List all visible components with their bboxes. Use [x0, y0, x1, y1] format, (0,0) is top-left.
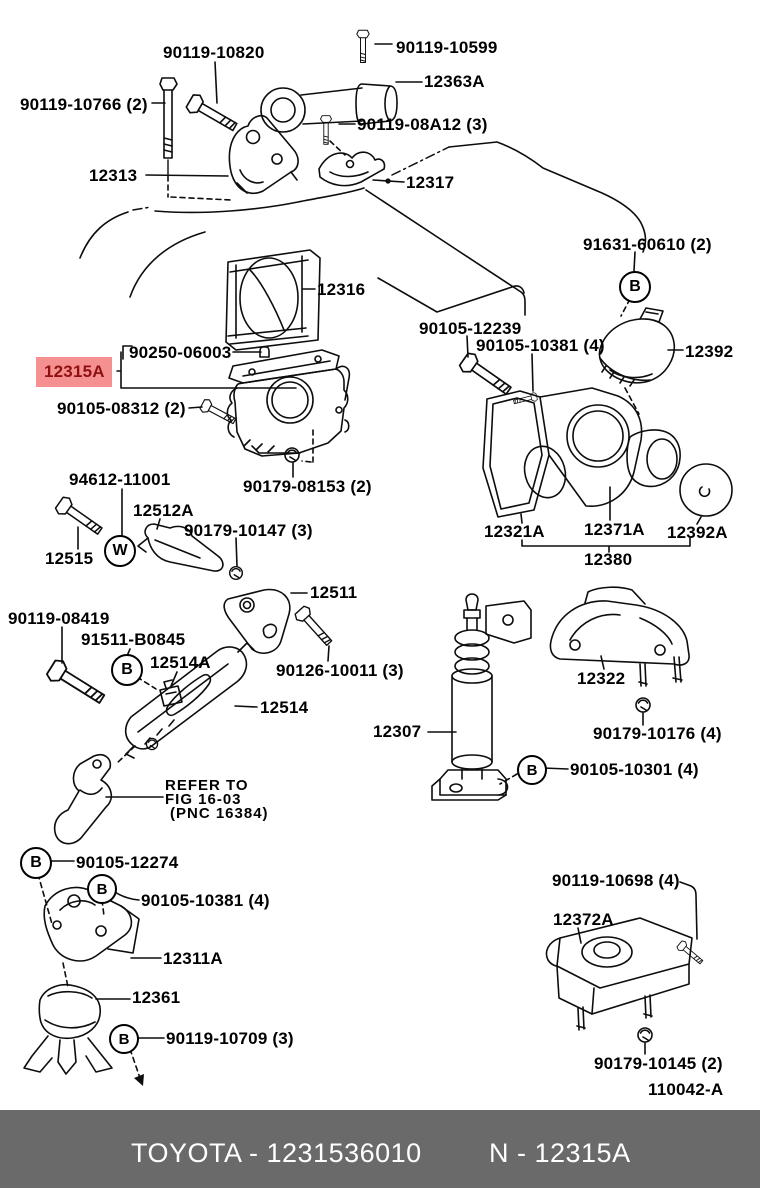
footer-part-number: TOYOTA - 1231536010 [131, 1138, 422, 1168]
fixing-marker-b[interactable]: B [517, 755, 547, 785]
part-label[interactable]: 12514 [260, 698, 309, 717]
part-12363A-torque-rod [260, 83, 398, 133]
part-label[interactable]: 90119-10709 (3) [166, 1029, 294, 1048]
part-label[interactable]: 110042-A [648, 1080, 724, 1099]
part-label[interactable]: 12515 [45, 549, 94, 568]
part-12313-bracket [228, 115, 299, 195]
part-label[interactable]: 90105-10381 (4) [141, 891, 270, 910]
nut-12514 [145, 737, 159, 751]
fixing-marker-b[interactable]: B [619, 271, 651, 303]
nut-90179-10176 [635, 697, 651, 713]
fixing-marker-b[interactable]: B [87, 874, 117, 904]
bolt-90119-08419 [44, 656, 109, 710]
part-label[interactable]: 12392 [685, 342, 734, 361]
part-label[interactable]: 12311A [163, 949, 223, 968]
part-label[interactable]: 90105-10301 (4) [570, 760, 699, 779]
note-line-2: FIG 16-03 [165, 791, 242, 808]
part-label[interactable]: 12361 [132, 988, 181, 1007]
part-label[interactable]: 12392A [667, 523, 728, 542]
part-label[interactable]: 90119-10820 [163, 43, 265, 62]
bolt-90126-10011 [292, 603, 337, 650]
part-12317-bracket [318, 151, 386, 187]
part-label[interactable]: 90105-10381 (4) [476, 336, 605, 355]
part-label[interactable]: 90179-10147 (3) [184, 521, 313, 540]
part-label[interactable]: 90179-08153 (2) [243, 477, 372, 496]
leader-lines [47, 43, 702, 1055]
part-label[interactable]: 12316 [317, 280, 366, 299]
part-label[interactable]: 12322 [577, 669, 626, 688]
arrow-head [134, 1074, 144, 1086]
part-hanger-16384 [53, 753, 113, 845]
part-label[interactable]: 12512A [133, 501, 194, 520]
note-line-1: REFER TO [165, 777, 249, 794]
part-12361-insulator [23, 984, 113, 1075]
part-label[interactable]: 12511 [310, 583, 358, 602]
part-12512A-arm [137, 523, 224, 572]
footer-bar: TOYOTA - 1231536010 N - 12315A [0, 1110, 760, 1188]
bolt-12515 [53, 494, 107, 540]
part-12307-damper [431, 593, 532, 801]
part-12511-bracket [223, 588, 291, 654]
part-label[interactable]: 12380 [584, 550, 633, 569]
fixing-marker-b[interactable]: B [20, 847, 52, 879]
bolt-90119-08A12 [320, 115, 332, 145]
part-label[interactable]: 12372A [553, 910, 614, 929]
part-12514A-clamp [159, 679, 183, 707]
part-12380-group [482, 387, 733, 518]
part-label[interactable]: 90119-10698 (4) [552, 871, 680, 890]
highlighted-part-label[interactable]: 12315A [36, 357, 112, 387]
part-label[interactable]: 90179-10145 (2) [594, 1054, 723, 1073]
part-label[interactable]: 12321A [484, 522, 545, 541]
fixing-marker-b[interactable]: B [111, 654, 143, 686]
part-label[interactable]: 12363A [424, 72, 485, 91]
nut-90179-08153 [284, 447, 300, 463]
part-label[interactable]: 90105-12274 [76, 853, 179, 872]
bolt-90119-10766 [159, 77, 178, 175]
part-label[interactable]: 12514A [150, 653, 211, 672]
part-label[interactable]: 90105-12239 [419, 319, 522, 338]
nut-90179-10147 [228, 565, 244, 581]
part-label[interactable]: 90119-10766 (2) [20, 95, 148, 114]
part-label[interactable]: 94612-11001 [69, 470, 171, 489]
footer-reference: N - 12315A [489, 1138, 631, 1168]
part-label[interactable]: 90105-08312 (2) [57, 399, 186, 418]
fixing-marker-w[interactable]: W [104, 535, 136, 567]
part-12322-bracket [549, 586, 690, 687]
part-label[interactable]: 12313 [89, 166, 138, 185]
bolt-90119-10599 [356, 29, 370, 64]
part-label[interactable]: 90119-10599 [396, 38, 498, 57]
part-label[interactable]: 12317 [406, 173, 455, 192]
dashed-lines [37, 140, 640, 1079]
part-label[interactable]: 90119-08A12 (3) [357, 115, 488, 134]
part-label[interactable]: 90119-08419 [8, 609, 110, 628]
part-12372A-bracket [545, 917, 693, 1031]
part-12316-shroud [225, 249, 321, 351]
fixing-marker-b[interactable]: B [109, 1024, 139, 1054]
part-12392-cushion [598, 307, 676, 387]
bolt-90119-10820 [184, 91, 241, 137]
part-12311A-bracket [43, 886, 140, 962]
part-label[interactable]: 90179-10176 (4) [593, 724, 722, 743]
part-12315-bracket [226, 346, 351, 457]
nut-90179-10145 [637, 1027, 653, 1043]
part-label[interactable]: 12371A [584, 520, 645, 539]
bolt-90105-12239 [456, 349, 516, 401]
part-label[interactable]: 91511-B0845 [81, 630, 186, 649]
part-label[interactable]: 90250-06003 [129, 343, 232, 362]
part-label[interactable]: 12307 [373, 722, 422, 741]
note-line-3: (PNC 16384) [170, 805, 269, 822]
part-label[interactable]: 91631-60610 (2) [583, 235, 712, 254]
engine-outline [79, 141, 647, 316]
part-label[interactable]: 90126-10011 (3) [276, 661, 404, 680]
